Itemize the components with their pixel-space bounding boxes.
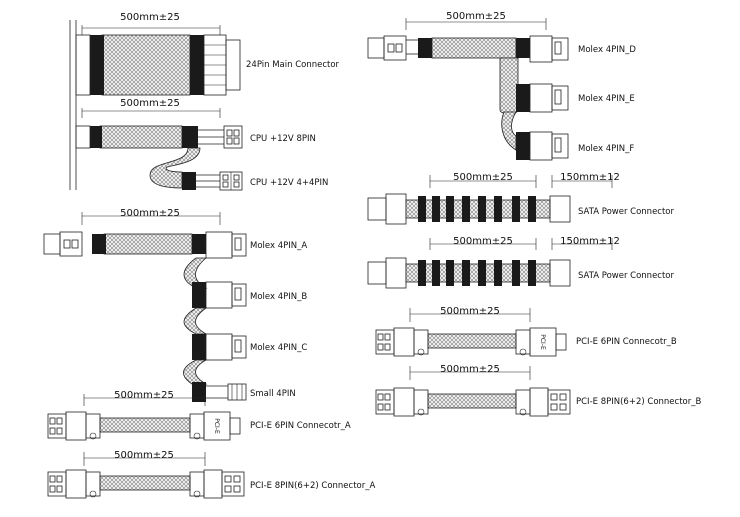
label-small-4pin: Small 4PIN <box>250 389 296 399</box>
dimension-cpu: 500mm±25 <box>120 98 180 109</box>
sata-2-cable: 500mm±25 150mm±12 SATA Power Connector <box>367 236 675 289</box>
dimension-pcie-8-a: 500mm±25 <box>114 450 174 461</box>
main-24pin-cable: 500mm±25 24Pin Main Connector <box>75 12 340 96</box>
pcie-tag-b: PCI-E <box>539 334 546 350</box>
molex-f-connector <box>529 131 569 161</box>
psu-panel-edge <box>69 20 77 190</box>
label-sata-1: SATA Power Connector <box>578 207 675 217</box>
sata-2-plug <box>367 257 407 289</box>
label-molex-f: Molex 4PIN_F <box>578 144 634 154</box>
molex-b-connector <box>205 281 247 309</box>
pcie-a-plug <box>47 411 87 441</box>
label-sata-2: SATA Power Connector <box>578 271 675 281</box>
label-pcie-6-b: PCI-E 6PIN Connecotr_B <box>576 337 677 347</box>
cpu-cable: 500mm±25 CPU +12V 8PIN CPU +12V 4+4 <box>75 98 328 191</box>
pcie-8-a-plug <box>47 469 87 499</box>
dimension-sata-1-main: 500mm±25 <box>453 172 513 183</box>
pcie-8-b-connector <box>529 387 571 417</box>
dimension-molex-right: 500mm±25 <box>446 11 506 22</box>
label-pcie-8-a: PCI-E 8PIN(6+2) Connector_A <box>250 481 375 491</box>
molex-a-connector <box>205 231 247 259</box>
pcie-b-plug <box>375 327 415 357</box>
cpu-44pin-connector <box>219 171 243 191</box>
label-pcie-8-b: PCI-E 8PIN(6+2) Connector_B <box>576 397 701 407</box>
dimension-sata-2-main: 500mm±25 <box>453 236 513 247</box>
pcie-8-b-plug <box>375 387 415 417</box>
pcie-8-a-cable: 500mm±25 PCI-E 8PIN(6+2) Connector_A <box>47 450 375 499</box>
sata-1-plug <box>367 193 407 225</box>
molex-d-connector <box>529 35 569 63</box>
molex-right-cable: 500mm±25 Molex 4PIN_D Molex 4PIN_E <box>367 11 636 161</box>
label-molex-d: Molex 4PIN_D <box>578 45 636 55</box>
dimension-sata-1-segment: 150mm±12 <box>560 172 620 183</box>
label-molex-c: Molex 4PIN_C <box>250 343 307 353</box>
pcie-b-cable: 500mm±25 PCI-E PCI-E 6PIN Connecotr_B <box>375 306 677 357</box>
molex-e-connector <box>529 83 569 113</box>
label-molex-e: Molex 4PIN_E <box>578 94 635 104</box>
dimension-sata-2-segment: 150mm±12 <box>560 236 620 247</box>
pcie-8-a-connector <box>203 469 245 499</box>
pcie-tag-a: PCI-E <box>213 418 220 434</box>
pcie-8-b-cable: 500mm±25 PCI-E 8PIN(6+2) Connector_B <box>375 364 701 417</box>
molex-left-plug <box>43 231 83 257</box>
label-molex-b: Molex 4PIN_B <box>250 292 307 302</box>
dimension-main-24pin: 500mm±25 <box>120 12 180 23</box>
pcie-a-cable: 500mm±25 PCI-E PCI-E 6PIN Connecotr_A <box>47 390 351 441</box>
molex-right-plug <box>367 35 407 61</box>
molex-left-cable: 500mm±25 Molex 4PIN_A Molex 4PIN_B <box>43 208 307 402</box>
label-cpu-44pin: CPU +12V 4+4PIN <box>250 178 328 188</box>
cpu-8pin-connector <box>223 125 243 149</box>
sata-2-connector <box>549 259 571 287</box>
dimension-pcie-a: 500mm±25 <box>114 390 174 401</box>
dimension-pcie-b: 500mm±25 <box>440 306 500 317</box>
small-4pin-connector <box>227 383 247 401</box>
pcie-b-6pin-connector: PCI-E <box>529 327 567 357</box>
sata-1-connector <box>549 195 571 223</box>
main-24pin-connector <box>203 34 241 96</box>
label-main-24pin: 24Pin Main Connector <box>246 60 340 70</box>
molex-c-connector <box>205 333 247 361</box>
label-molex-a: Molex 4PIN_A <box>250 241 307 251</box>
sata-1-cable: 500mm±25 150mm±12 SATA Power Connector <box>367 172 675 225</box>
dimension-pcie-8-b: 500mm±25 <box>440 364 500 375</box>
label-pcie-6-a: PCI-E 6PIN Connecotr_A <box>250 421 351 431</box>
pcie-a-6pin-connector: PCI-E <box>203 411 241 441</box>
dimension-molex-left: 500mm±25 <box>120 208 180 219</box>
label-cpu-8pin: CPU +12V 8PIN <box>250 134 316 144</box>
